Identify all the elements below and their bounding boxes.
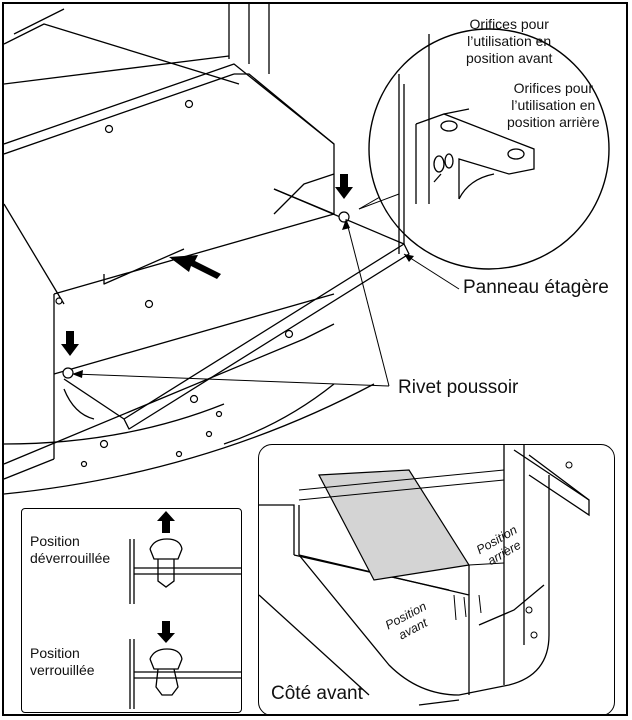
orifices-avant-label: Orifices pour l’utilisation en position … [466, 16, 553, 66]
verrouillee-label: Position verrouillée [30, 645, 95, 678]
main-illustration [4, 4, 610, 495]
rivet-poussoir-label: Rivet poussoir [398, 377, 519, 398]
rivet-position-inset: Position déverrouillée Position verrouil… [21, 508, 242, 713]
rivet-positions-drawing [129, 511, 241, 709]
cote-avant-label: Côté avant [271, 683, 363, 704]
orifices-arriere-label: Orifices pour l’utilisation en position … [507, 80, 600, 130]
panneau-etagere-label: Panneau étagère [463, 277, 609, 298]
deverrouillee-label: Position déverrouillée [30, 533, 111, 566]
cote-avant-inset: Position arrière Position avant Côté ava… [258, 444, 615, 714]
front-side-drawing [259, 445, 590, 706]
